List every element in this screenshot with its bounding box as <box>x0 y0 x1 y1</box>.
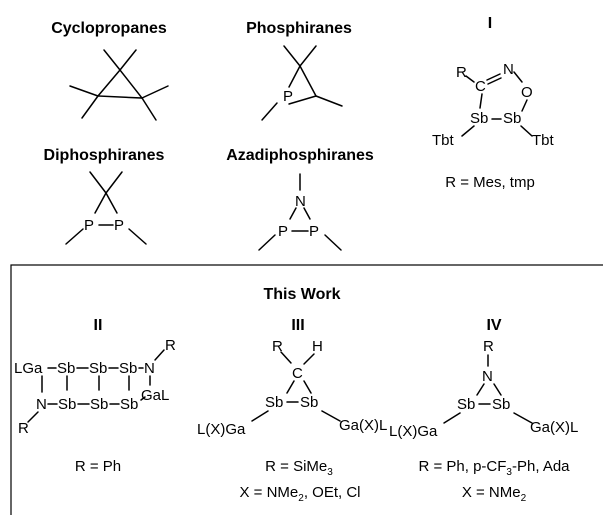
caption-IV-X: X = NMe2 <box>462 484 527 504</box>
atom-Sb: Sb <box>57 360 75 377</box>
caption-III-X: X = NMe2, OEt, Cl <box>239 484 360 504</box>
caption-II: R = Ph <box>75 458 121 475</box>
diphosphirane-structure: P P <box>65 171 147 245</box>
heading-compound-I: I <box>488 15 492 32</box>
atom-Sb: Sb <box>457 396 475 413</box>
group-GaL: GaL <box>141 387 169 404</box>
atom-R: R <box>456 64 467 81</box>
phosphirane-structure: P <box>261 45 343 121</box>
this-work-box <box>10 264 603 515</box>
atom-N: N <box>295 193 306 210</box>
compound-I-structure: R C N O Sb Sb Tbt Tbt <box>432 61 555 149</box>
substituent-Tbt: Tbt <box>432 132 455 149</box>
azadiphosphirane-structure: N P P <box>258 173 342 251</box>
substituent-Tbt: Tbt <box>532 132 555 149</box>
atom-P: P <box>283 88 293 105</box>
atom-N: N <box>503 61 514 78</box>
group-Ga-X-L: Ga(X)L <box>339 417 387 434</box>
group-L-X-Ga: L(X)Ga <box>197 421 246 438</box>
atom-P: P <box>84 217 94 234</box>
atom-Sb: Sb <box>119 360 137 377</box>
atom-Sb: Sb <box>90 396 108 413</box>
atom-N: N <box>36 396 47 413</box>
atom-Sb: Sb <box>265 394 283 411</box>
caption-I: R = Mes, tmp <box>445 174 535 191</box>
compound-III-structure: R H C Sb Sb L(X)Ga Ga(X)L <box>197 338 387 438</box>
heading-compound-IV: IV <box>486 317 501 334</box>
group-L-X-Ga: L(X)Ga <box>389 423 438 440</box>
atom-C: C <box>475 78 486 95</box>
compound-II-structure: LGa Sb Sb Sb N R GaL N Sb Sb Sb R <box>14 337 176 437</box>
atom-N: N <box>144 360 155 377</box>
heading-this-work: This Work <box>263 286 340 303</box>
group-LGa: LGa <box>14 360 43 377</box>
atom-P: P <box>114 217 124 234</box>
atom-Sb: Sb <box>470 110 488 127</box>
heading-phosphiranes: Phosphiranes <box>246 20 352 37</box>
heading-diphosphiranes: Diphosphiranes <box>44 147 165 164</box>
atom-Sb: Sb <box>120 396 138 413</box>
compound-IV-structure: R N Sb Sb L(X)Ga Ga(X)L <box>389 338 578 440</box>
atom-Sb: Sb <box>89 360 107 377</box>
atom-R: R <box>165 337 176 354</box>
heading-compound-II: II <box>94 317 103 334</box>
atom-R: R <box>272 338 283 355</box>
group-Ga-X-L: Ga(X)L <box>530 419 578 436</box>
cyclopropane-structure <box>69 49 169 121</box>
atom-R: R <box>18 420 29 437</box>
atom-H: H <box>312 338 323 355</box>
heading-cyclopropanes: Cyclopropanes <box>51 20 167 37</box>
atom-Sb: Sb <box>492 396 510 413</box>
atom-P: P <box>309 223 319 240</box>
heading-azadiphosphiranes: Azadiphosphiranes <box>226 147 374 164</box>
atom-N: N <box>482 368 493 385</box>
caption-III-R: R = SiMe3 <box>265 458 333 478</box>
atom-O: O <box>521 84 533 101</box>
atom-C: C <box>292 365 303 382</box>
caption-IV-R: R = Ph, p-CF3-Ph, Ada <box>418 458 570 478</box>
atom-Sb: Sb <box>503 110 521 127</box>
heading-compound-III: III <box>291 317 304 334</box>
atom-Sb: Sb <box>58 396 76 413</box>
atom-R: R <box>483 338 494 355</box>
atom-P: P <box>278 223 288 240</box>
atom-Sb: Sb <box>300 394 318 411</box>
